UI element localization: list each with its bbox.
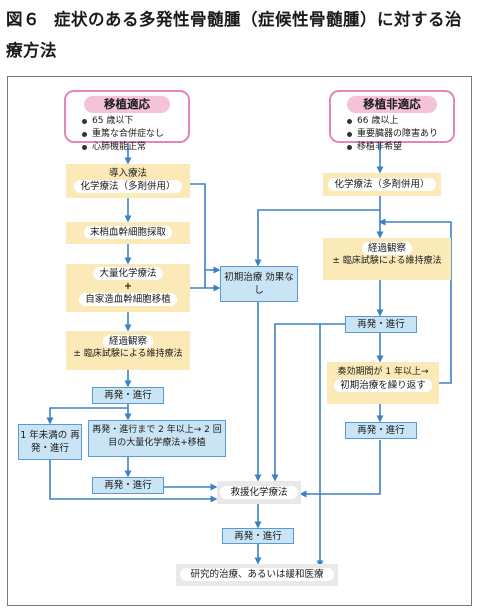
arrow-under1year-salvage (49, 460, 218, 503)
relapse-label: 再発・進行 (357, 319, 405, 330)
response-over-year-box: 奏効期間が 1 年以上→ 初期治療を繰り返す (327, 362, 439, 404)
harvest-label: 末梢血幹細胞採取 (83, 226, 172, 239)
eligible-header: 移植適応 (84, 96, 170, 113)
salvage-label: 救援化学療法 (220, 486, 298, 499)
criterion-item: 66 歳以上 (347, 115, 453, 128)
arrow-response-loop (378, 218, 452, 384)
relapse-bottom-box: 再発・進行 (222, 528, 294, 544)
final-label: 研究的治療、あるいは緩和医療 (180, 568, 334, 581)
relapse-left2-box: 再発・進行 (92, 477, 164, 494)
relapse-label: 再発・進行 (104, 480, 152, 491)
criterion-item: 重要臓器の障害あり (347, 128, 453, 141)
high-dose-label: 大量化学療法 (93, 267, 163, 280)
arrow-induction-ineffective (190, 183, 221, 274)
criterion-item: 心肺機能正常 (82, 141, 188, 154)
chemo-label: 化学療法（多剤併用） (328, 178, 436, 191)
response-period-label: 奏効期間が 1 年以上→ (337, 367, 429, 377)
observation-label: 経過観察 (361, 242, 412, 255)
relapse-right-box: 再発・進行 (345, 316, 417, 333)
induction-therapy-box: 導入療法 化学療法（多剤併用） (66, 164, 190, 198)
under-one-year-box: 1 年未満の 再発・進行 (18, 424, 82, 460)
second-transplant-label: 2 回目の大量化学療法+移植 (108, 425, 222, 448)
chemo-right-box: 化学療法（多剤併用） (323, 173, 441, 196)
initial-therapy-label: 初期治療 (224, 272, 263, 283)
observation-right-box: 経過観察 ± 臨床試験による維持療法 (323, 238, 451, 280)
observation-label: 経過観察 (102, 335, 153, 348)
ineligible-criteria: 66 歳以上 重要臓器の障害あり 移植非希望 (331, 115, 453, 154)
under-one-year-label: 1 年未満の (20, 430, 68, 441)
final-treatment-box: 研究的治療、あるいは緩和医療 (176, 564, 338, 586)
over-two-years-label: 再発・進行まで 2 年以上→ (92, 425, 202, 435)
figure-label: 図６ (6, 10, 40, 29)
plus-sign: + (124, 281, 132, 292)
criterion-item: 65 歳以下 (82, 115, 188, 128)
stem-cell-harvest-box: 末梢血幹細胞採取 (66, 222, 190, 244)
maintenance-label: ± 臨床試験による維持療法 (73, 349, 183, 359)
diagram-frame (7, 76, 472, 606)
ineligible-header: 移植非適応 (347, 96, 437, 113)
criterion-item: 移植非希望 (347, 141, 453, 154)
criterion-item: 重篤な合併症なし (82, 128, 188, 141)
transplant-eligible-box: 移植適応 65 歳以下 重篤な合併症なし 心肺機能正常 (64, 90, 190, 152)
observation-left-box: 経過観察 ± 臨床試験による維持療法 (66, 331, 190, 370)
ineffective-label: 効果なし (254, 272, 294, 296)
induction-label: 導入療法 (108, 168, 147, 179)
over-two-years-box: 再発・進行まで 2 年以上→ 2 回目の大量化学療法+移植 (88, 420, 226, 457)
high-dose-therapy-box: 大量化学療法 + 自家造血幹細胞移植 (66, 264, 190, 312)
transplant-label: 自家造血幹細胞移植 (79, 293, 177, 306)
relapse-right2-box: 再発・進行 (345, 422, 417, 439)
salvage-chemo-box: 救援化学療法 (217, 481, 301, 504)
relapse-left-box: 再発・進行 (92, 387, 164, 404)
figure-title-text: 症状のある多発性骨髄腫（症候性骨髄腫）に対する治療方法 (6, 10, 462, 60)
maintenance-label: ± 臨床試験による維持療法 (332, 256, 442, 266)
relapse-label: 再発・進行 (104, 390, 152, 401)
under-one-year-relapse: 再発・進行 (30, 430, 80, 454)
arrow-relapse-right2-salvage (299, 440, 381, 498)
relapse-label: 再発・進行 (357, 425, 405, 436)
repeat-therapy-label: 初期治療を繰り返す (334, 379, 432, 392)
relapse-label: 再発・進行 (234, 531, 282, 542)
arrow-chemo-ineffective (254, 209, 380, 267)
transplant-ineligible-box: 移植非適応 66 歳以上 重要臓器の障害あり 移植非希望 (329, 90, 455, 152)
eligible-criteria: 65 歳以下 重篤な合併症なし 心肺機能正常 (66, 115, 188, 154)
arrow-relapse-under1year (46, 407, 128, 425)
induction-chemo-label: 化学療法（多剤併用） (74, 180, 182, 193)
initial-therapy-ineffective-box: 初期治療 効果なし (220, 266, 298, 302)
